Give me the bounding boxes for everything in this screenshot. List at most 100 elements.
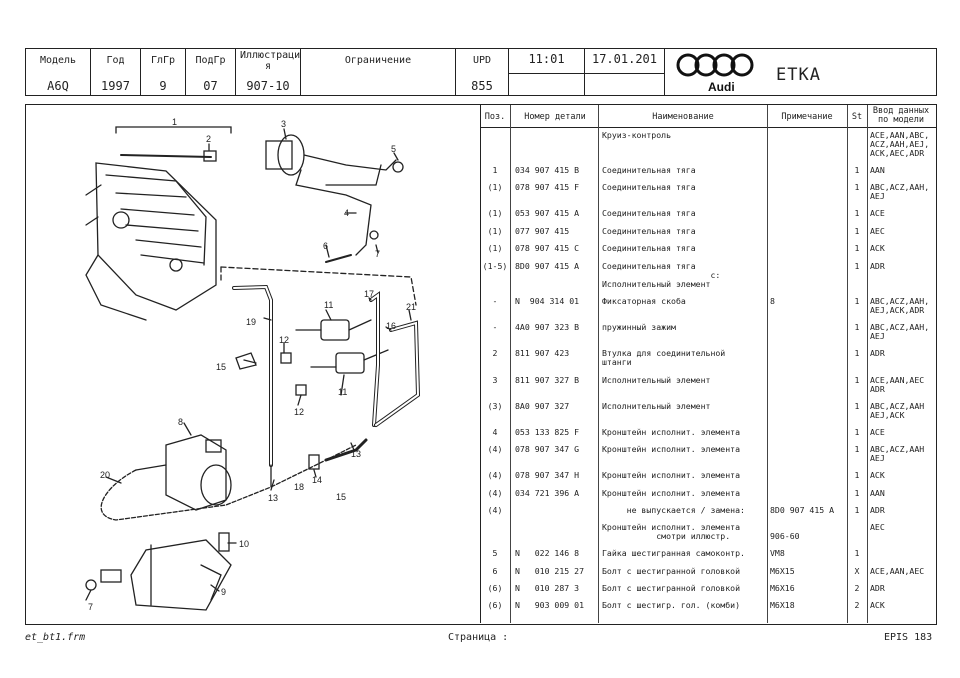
actuator-drawing	[265, 134, 404, 263]
cell-st: 2	[854, 600, 860, 610]
cell-st: 1	[854, 182, 860, 192]
cell-name: Кронштейн исполнит. элемента	[602, 488, 741, 498]
cell-pos: (4)	[487, 444, 503, 454]
audi-logo-text: Audi	[708, 80, 735, 94]
glgr-value: 9	[159, 79, 167, 93]
cell-pos: (3)	[487, 401, 503, 411]
callout-12b: 12	[294, 407, 304, 417]
cell-name: Болт с шестигранной головкой	[602, 566, 741, 576]
cell-name: Кронштейн исполнит. элемента смотри иллю…	[602, 522, 741, 541]
cell-st: 1	[854, 348, 860, 358]
cell-models: ABC,ACZ,AAH AEJ,ACK	[870, 401, 925, 420]
callout-8: 8	[178, 417, 183, 427]
cell-models: AEC	[870, 522, 885, 532]
callout-13: 13	[268, 493, 278, 503]
col-divider	[847, 105, 848, 623]
time-cell: 11:01	[509, 49, 585, 95]
cell-part: 4A0 907 323 B	[515, 322, 580, 332]
callout-7: 7	[375, 249, 380, 259]
callout-20: 20	[100, 470, 110, 480]
upd-cell: UPD 855	[456, 49, 509, 95]
cell-pos: 5	[492, 548, 498, 558]
col-divider	[867, 105, 868, 623]
col-divider	[767, 105, 768, 623]
callout-12: 12	[279, 335, 289, 345]
upd-value: 855	[471, 79, 493, 93]
cell-part: N 010 215 27	[515, 566, 585, 576]
cell-models: ABC,ACZ,AAH, AEJ	[870, 322, 930, 341]
cell-st: 1	[854, 375, 860, 385]
cell-models: ACE	[870, 208, 885, 218]
callout-5: 5	[391, 144, 396, 154]
illus-cell: Иллюстраци я 907-10	[236, 49, 301, 95]
cell-models: ACK	[870, 243, 885, 253]
cell-st: 1	[854, 548, 860, 558]
cell-models: ACE,AAN,AEC ADR	[870, 375, 925, 394]
cell-models: AEC	[870, 226, 885, 236]
cell-pos: 4	[492, 427, 498, 437]
vacuum-pump-drawing	[135, 434, 232, 511]
cell-part: 077 907 415	[515, 226, 570, 236]
cell-note: M6X16	[770, 583, 795, 593]
cell-st: 1	[854, 165, 860, 175]
cell-pos: (1)	[487, 208, 503, 218]
cell-name: Фиксаторная скоба	[602, 296, 686, 306]
parts-illustration: 1 2 3 4 5 6 7 8 9 10 11 12 13 14 15 16 1…	[26, 105, 481, 623]
footer-page: Страница :	[448, 632, 509, 643]
callout-3: 3	[281, 119, 286, 129]
callout-21: 21	[406, 302, 416, 312]
table-header: Поз. Номер детали Наименование Примечани…	[481, 105, 936, 128]
cell-st: 1	[854, 444, 860, 454]
cell-part: 034 721 396 A	[515, 488, 580, 498]
cell-part: 8A0 907 327	[515, 401, 570, 411]
callout-11b: 11	[338, 387, 347, 397]
col-name-header: Наименование	[652, 112, 714, 122]
cell-pos: (1-5)	[482, 261, 508, 271]
callout-19: 19	[246, 317, 256, 327]
col-pos-header: Поз.	[484, 112, 506, 122]
cell-pos: (1)	[487, 226, 503, 236]
callout-17: 17	[364, 289, 374, 299]
cell-st: 1	[854, 208, 860, 218]
catalog-body: 1 2 3 4 5 6 7 8 9 10 11 12 13 14 15 16 1…	[25, 104, 937, 625]
cell-models: ADR	[870, 348, 885, 358]
callout-15b: 15	[216, 362, 226, 372]
cell-pos: (1)	[487, 243, 503, 253]
cell-pos: -	[492, 322, 498, 332]
cell-part: N 010 287 3	[515, 583, 580, 593]
callout-14: 14	[312, 475, 322, 485]
model-cell: Модель A6Q	[26, 49, 91, 95]
model-value: A6Q	[47, 79, 69, 93]
cell-st: 1	[854, 427, 860, 437]
col-divider	[510, 105, 511, 623]
cell-models: ACK	[870, 600, 885, 610]
audi-logo: Audi	[668, 49, 774, 95]
header-divider	[509, 73, 665, 74]
callout-4: 4	[344, 208, 349, 218]
callout-9: 9	[221, 587, 226, 597]
cell-part: 034 907 415 B	[515, 165, 580, 175]
cell-note: VM8	[770, 548, 785, 558]
cell-note: M6X18	[770, 600, 795, 610]
illus-label: Иллюстраци я	[240, 50, 301, 72]
cell-name: Исполнительный элемент	[602, 375, 711, 385]
callout-18: 18	[294, 482, 304, 492]
cell-name: Кронштейн исполнит. элемента	[602, 470, 741, 480]
restriction-label: Ограничение	[344, 55, 412, 66]
cell-pos: (4)	[487, 505, 503, 515]
cell-models: ABC,ACZ,AAH, AEJ	[870, 182, 930, 201]
glgr-cell: ГлГр 9	[141, 49, 186, 95]
cell-name: Болт с шестигранной головкой	[602, 583, 741, 593]
cell-st: 1	[854, 470, 860, 480]
callout-labels: 1 2 3 4 5 6 7 8 9 10 11 12 13 14 15 16 1…	[88, 117, 416, 612]
cell-models: ACE,AAN,ABC, ACZ,AAH,AEJ, ACK,AEC,ADR	[870, 130, 930, 158]
footer-file: et_bt1.frm	[25, 632, 86, 643]
time-value: 11:01	[528, 52, 565, 66]
cell-name: Соединительная тяга	[602, 243, 696, 253]
cell-name: Соединительная тяга	[602, 182, 696, 192]
footer-version: EPIS 183	[884, 632, 933, 643]
cell-part: N 903 009 01	[515, 600, 585, 610]
cell-name: Соединительная тяга c: Исполнительный эл…	[602, 261, 721, 289]
cell-pos: (6)	[487, 600, 503, 610]
year-cell: Год 1997	[91, 49, 141, 95]
